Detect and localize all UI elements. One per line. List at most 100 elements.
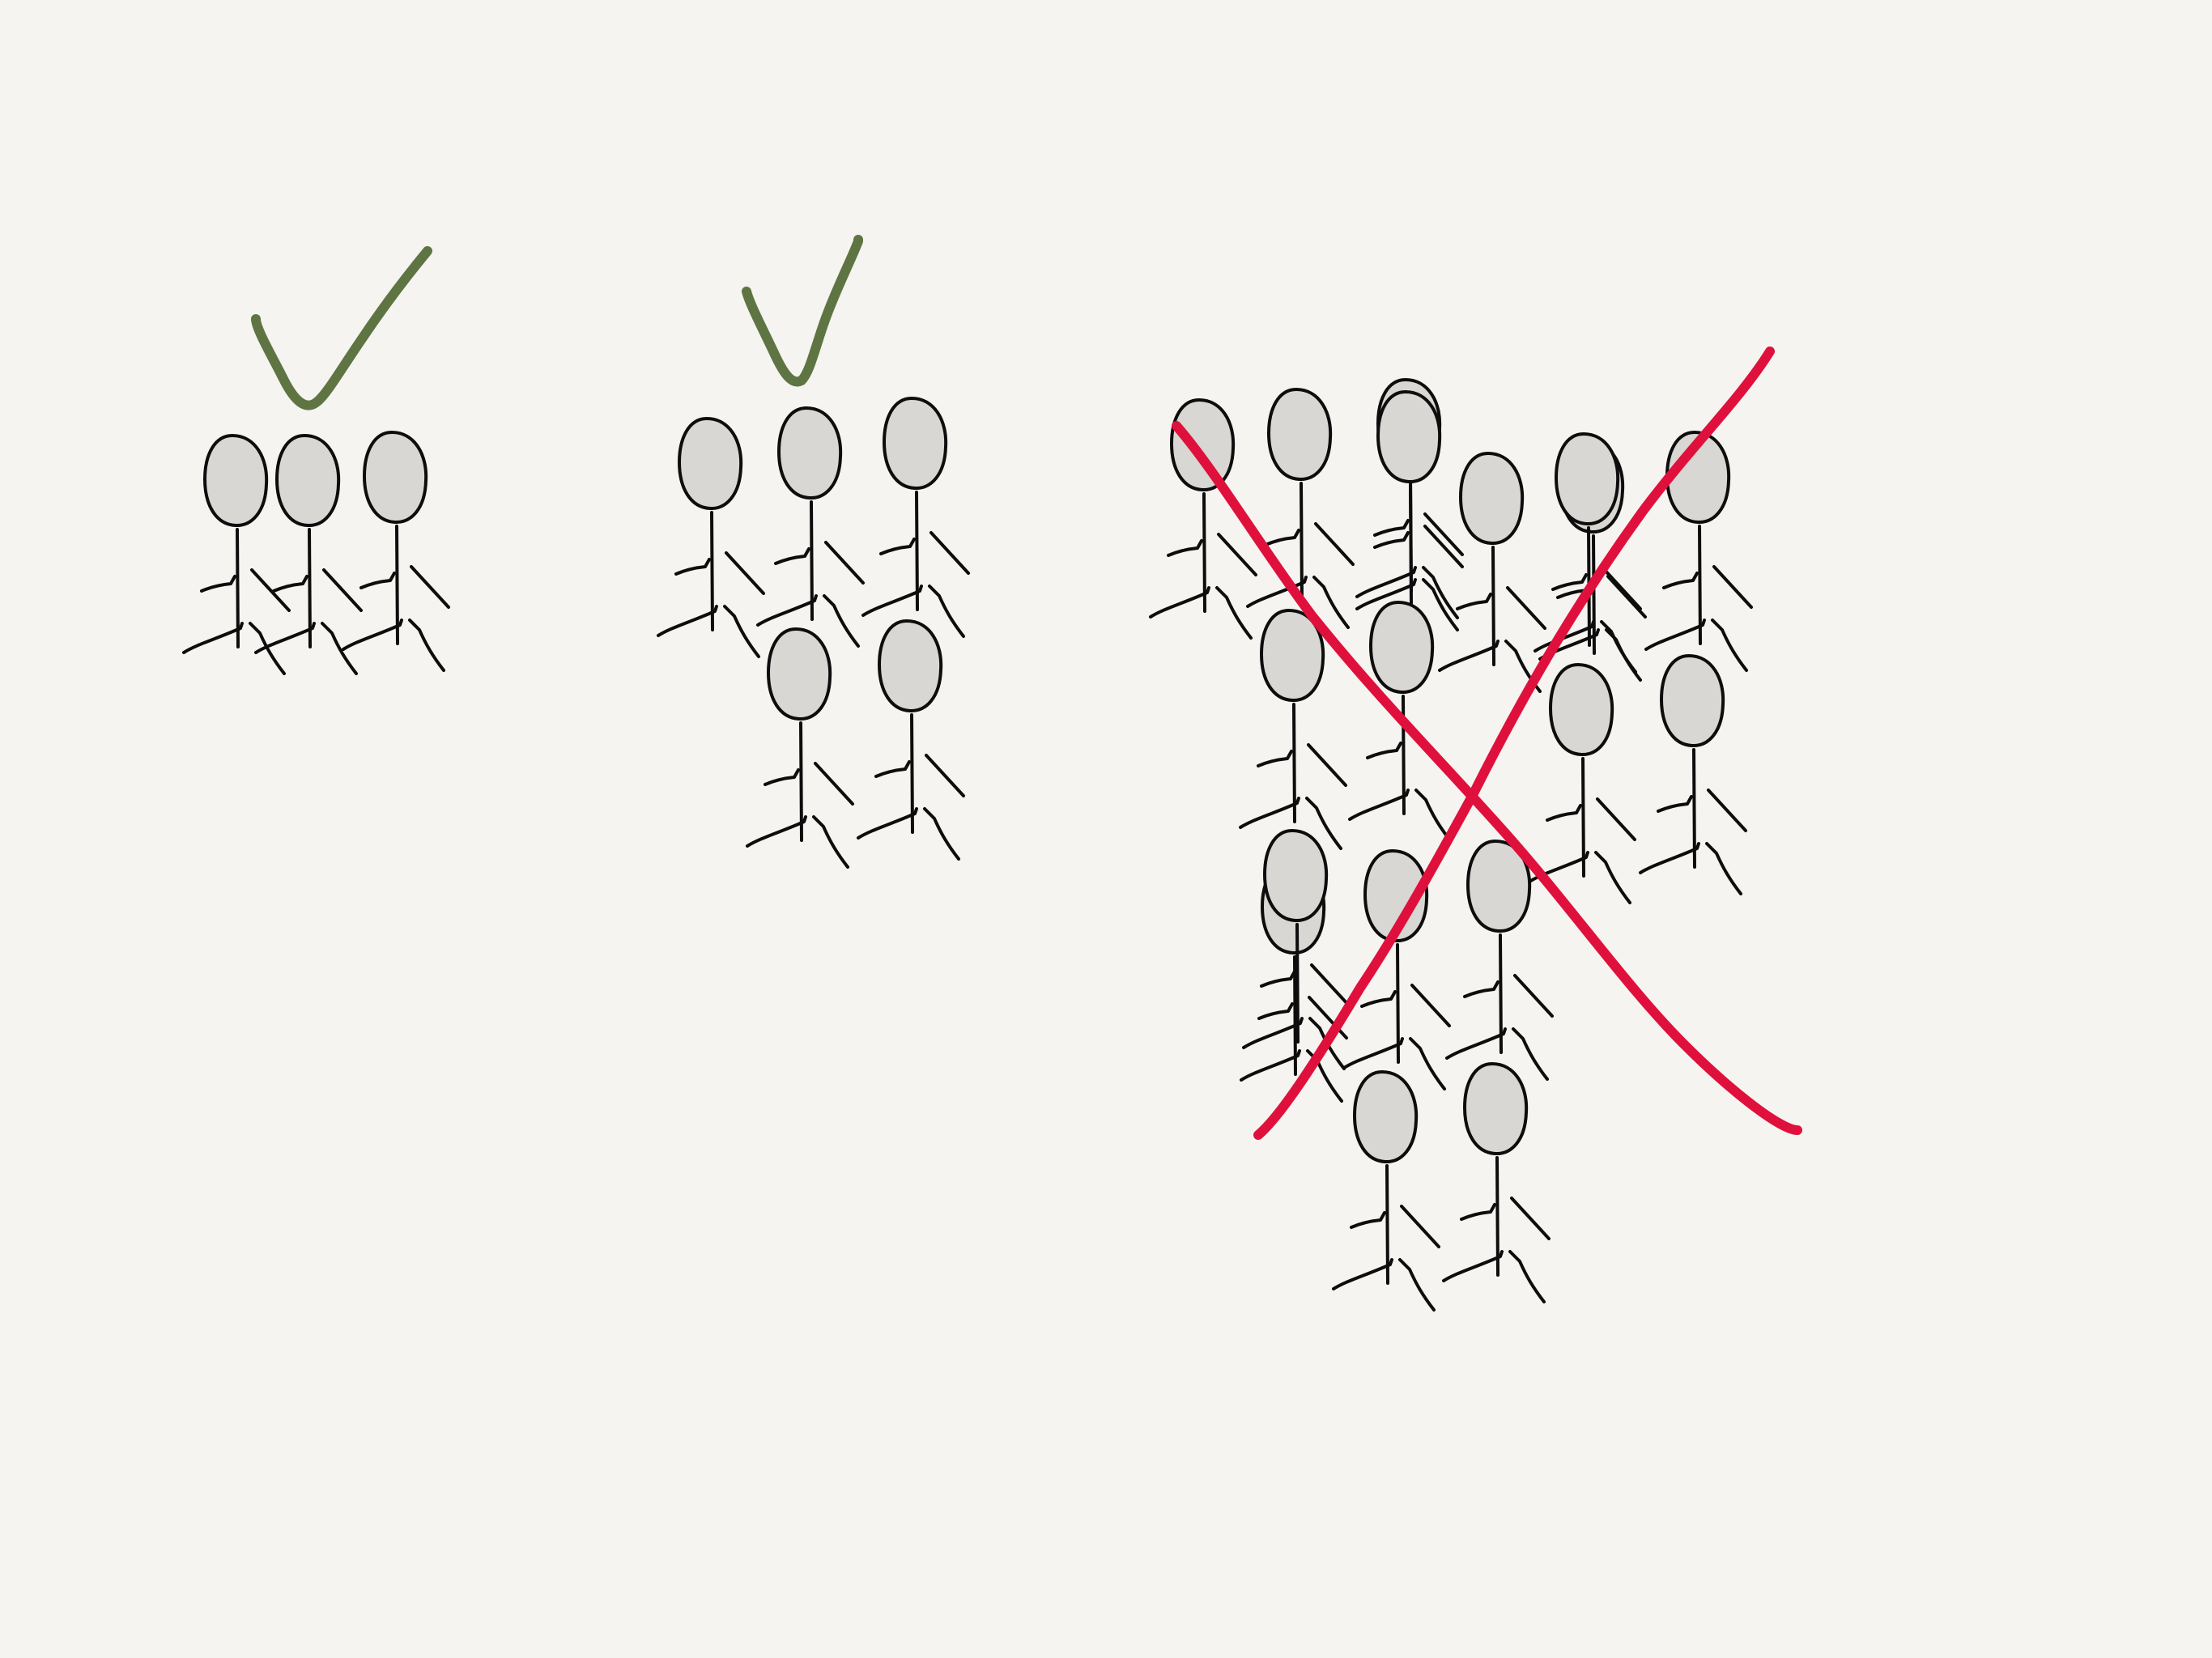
left-arm	[1257, 750, 1293, 767]
left-arm	[874, 760, 911, 778]
body	[1396, 943, 1400, 1064]
right-leg	[1711, 619, 1748, 672]
group-large	[1149, 346, 1802, 1312]
stick-figure	[657, 417, 765, 658]
right-arm	[1310, 963, 1351, 1007]
stick-figure	[746, 627, 854, 869]
left-leg	[1528, 851, 1589, 883]
head	[878, 619, 943, 713]
right-arm	[1307, 743, 1347, 787]
left-arm	[1546, 804, 1582, 822]
left-leg	[1438, 640, 1499, 672]
body	[1295, 923, 1300, 1044]
body	[799, 721, 803, 842]
left-leg	[1332, 1258, 1393, 1290]
left-leg	[1348, 789, 1410, 821]
left-arm	[1366, 742, 1402, 759]
left-leg	[861, 585, 923, 617]
stick-figure	[1442, 1062, 1551, 1303]
stick-figure	[1239, 609, 1347, 850]
left-leg	[1355, 566, 1417, 598]
stick-figure	[1445, 840, 1554, 1081]
left-arm	[674, 558, 711, 576]
left-leg	[857, 807, 918, 840]
head	[1267, 388, 1333, 482]
body	[1692, 748, 1696, 869]
left-arm	[272, 575, 308, 593]
left-leg	[1246, 576, 1308, 608]
head	[1376, 390, 1442, 484]
left-arm	[1373, 531, 1410, 549]
right-leg	[321, 622, 358, 675]
stick-figure	[1438, 452, 1546, 693]
body	[308, 528, 312, 648]
left-leg	[182, 622, 244, 654]
stick-figure	[756, 406, 865, 648]
head	[1549, 663, 1614, 757]
left-leg	[1240, 1049, 1301, 1082]
right-arm	[1602, 567, 1642, 610]
right-leg	[812, 815, 849, 869]
left-arm	[1360, 990, 1397, 1008]
stick-figure	[1639, 654, 1747, 895]
stick-figure	[857, 619, 965, 861]
right-leg	[1312, 576, 1350, 629]
head	[767, 627, 832, 721]
left-leg	[342, 619, 403, 651]
head	[1466, 840, 1532, 933]
body	[710, 511, 714, 631]
head	[1260, 609, 1325, 703]
left-leg	[1445, 1027, 1507, 1060]
right-leg	[1705, 842, 1742, 895]
right-leg	[408, 619, 445, 672]
right-leg	[723, 605, 760, 658]
right-arm	[929, 531, 970, 575]
cross-mark-icon	[1172, 346, 1802, 1140]
left-arm	[1551, 573, 1588, 591]
right-arm	[322, 568, 363, 612]
right-leg	[928, 585, 965, 638]
head	[1555, 432, 1620, 526]
left-leg	[1644, 619, 1706, 651]
body	[1409, 484, 1413, 605]
right-arm	[1707, 789, 1747, 832]
right-arm	[1606, 575, 1647, 619]
body	[1592, 534, 1596, 655]
left-arm	[1373, 519, 1410, 537]
right-leg	[823, 594, 860, 648]
left-leg	[1442, 1250, 1504, 1282]
stick-figure	[1149, 398, 1257, 640]
left-leg	[1639, 842, 1700, 874]
stick-figure	[182, 434, 291, 675]
check-mark-icon	[742, 235, 863, 387]
stick-figure	[1246, 388, 1355, 629]
stick-figure	[342, 431, 450, 672]
head	[1660, 654, 1725, 748]
head	[1263, 829, 1329, 923]
body	[1499, 933, 1503, 1054]
group-medium	[657, 235, 970, 869]
right-arm	[1423, 512, 1464, 556]
body	[810, 500, 814, 621]
right-arm	[410, 565, 450, 609]
cross-stroke-2	[1253, 346, 1775, 1140]
body	[1385, 1164, 1389, 1285]
head	[777, 406, 843, 500]
head	[1463, 1062, 1529, 1156]
left-arm	[1264, 529, 1300, 546]
right-leg	[1409, 1037, 1446, 1090]
head	[883, 397, 948, 491]
right-arm	[1217, 533, 1257, 576]
right-arm	[1513, 974, 1554, 1018]
right-arm	[1314, 522, 1355, 566]
head	[1369, 601, 1435, 695]
right-arm	[925, 754, 965, 797]
left-leg	[254, 622, 316, 654]
body	[1581, 757, 1585, 878]
left-leg	[746, 815, 807, 848]
left-leg	[1242, 1017, 1304, 1049]
right-arm	[1410, 984, 1451, 1027]
right-leg	[1398, 1258, 1436, 1312]
left-arm	[879, 538, 916, 555]
